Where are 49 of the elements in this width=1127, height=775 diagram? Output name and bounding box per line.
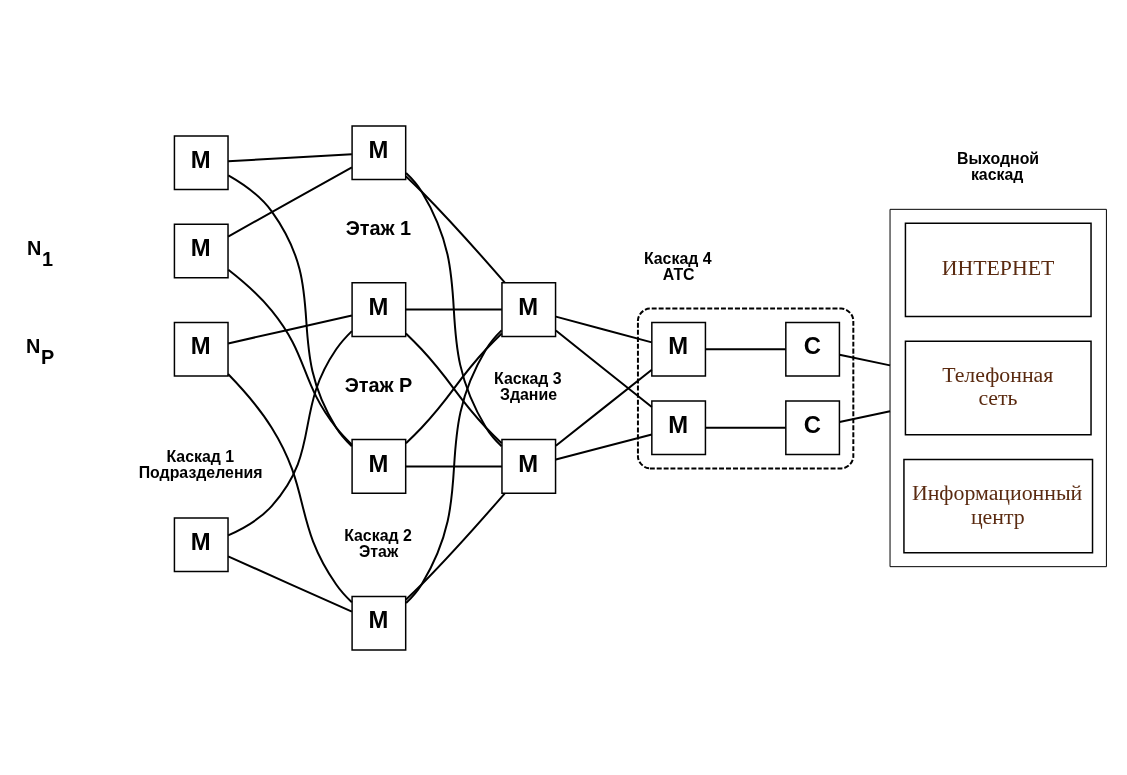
connector (704, 426, 787, 429)
node-box: Телефонная сеть (904, 340, 1092, 435)
connector (227, 329, 353, 536)
node-box: С (785, 321, 841, 377)
connector (404, 491, 506, 601)
connector (227, 268, 353, 446)
node-box: Информационный центр (903, 458, 1094, 553)
connector (554, 368, 653, 447)
connector (554, 432, 653, 461)
connector (405, 328, 503, 604)
label: Выходной каскад (957, 149, 1040, 183)
node-box: М (501, 281, 557, 337)
node-box: М (651, 399, 707, 455)
connector (227, 372, 353, 603)
connector (405, 171, 503, 447)
node-box: М (173, 321, 229, 377)
connector (838, 353, 892, 366)
label: Каскад 4 АТС (643, 249, 712, 283)
node-box: М (651, 321, 707, 377)
node-box: М (351, 124, 407, 180)
connector (405, 464, 503, 467)
label: Этаж 1 (345, 216, 412, 239)
node-box: М (173, 516, 229, 572)
node-box: М (173, 134, 229, 190)
connector (227, 554, 353, 613)
node-box: С (785, 399, 841, 455)
connector (227, 152, 353, 162)
connector (227, 314, 353, 344)
node-box: М (351, 281, 407, 337)
node-box: М (351, 438, 407, 494)
connector (227, 165, 353, 238)
node-box: ИНТЕРНЕТ (904, 222, 1092, 317)
label: Каскад 2 Этаж (344, 526, 412, 560)
label: Этаж P (344, 373, 413, 396)
connector (404, 331, 503, 444)
connector (704, 347, 787, 350)
node-box: М (173, 223, 229, 279)
connector (838, 409, 892, 423)
connector (227, 173, 353, 447)
cluster (636, 307, 855, 469)
cluster (889, 208, 1107, 567)
connector (554, 328, 653, 408)
connector (405, 308, 503, 311)
label: Каскад 3 Здание (494, 369, 562, 403)
label: Каскад 1 Подразделения (138, 447, 263, 481)
node-box: М (351, 595, 407, 651)
node-box: М (501, 438, 557, 494)
connector (404, 174, 506, 284)
connector (554, 315, 653, 343)
